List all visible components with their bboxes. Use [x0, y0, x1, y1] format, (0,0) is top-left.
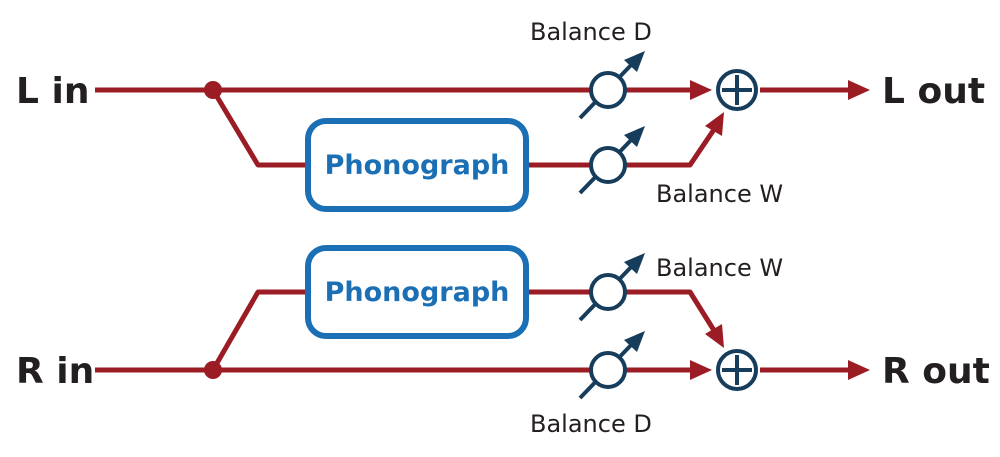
right-balance-wet-knob[interactable]: [578, 253, 645, 322]
right-balance-dry-knob[interactable]: [578, 331, 645, 400]
right-phonograph-block: [305, 245, 529, 339]
right-wet-arrow: [705, 324, 724, 348]
left-phonograph-label: Phonograph: [325, 150, 510, 181]
right-out-arrow: [848, 360, 870, 380]
left-balance-dry-knob[interactable]: [578, 51, 645, 120]
left-out-arrow: [848, 80, 870, 100]
right-mixer-icon: [716, 349, 758, 391]
left-balance-wet-label: Balance W: [656, 180, 783, 208]
right-phonograph-label: Phonograph: [325, 277, 510, 308]
left-wet-arrow: [705, 112, 724, 136]
left-balance-dry-label: Balance D: [530, 18, 652, 46]
right-channel: Phonograph R in R out Balance W Balance …: [16, 245, 990, 438]
right-split-node: [204, 361, 222, 379]
left-phonograph-block: [305, 118, 529, 212]
right-dry-arrow: [690, 360, 712, 380]
left-channel: Phonograph L in L out Balance D Balance …: [16, 18, 985, 212]
right-output-label: R out: [882, 351, 990, 392]
left-balance-wet-knob[interactable]: [578, 126, 645, 195]
right-input-label: R in: [16, 351, 94, 392]
right-balance-dry-label: Balance D: [530, 410, 652, 438]
left-mixer-icon: [716, 69, 758, 111]
left-output-label: L out: [882, 71, 985, 112]
left-dry-arrow: [690, 80, 712, 100]
right-balance-wet-label: Balance W: [656, 254, 783, 282]
left-split-node: [204, 81, 222, 99]
left-input-label: L in: [16, 71, 89, 112]
